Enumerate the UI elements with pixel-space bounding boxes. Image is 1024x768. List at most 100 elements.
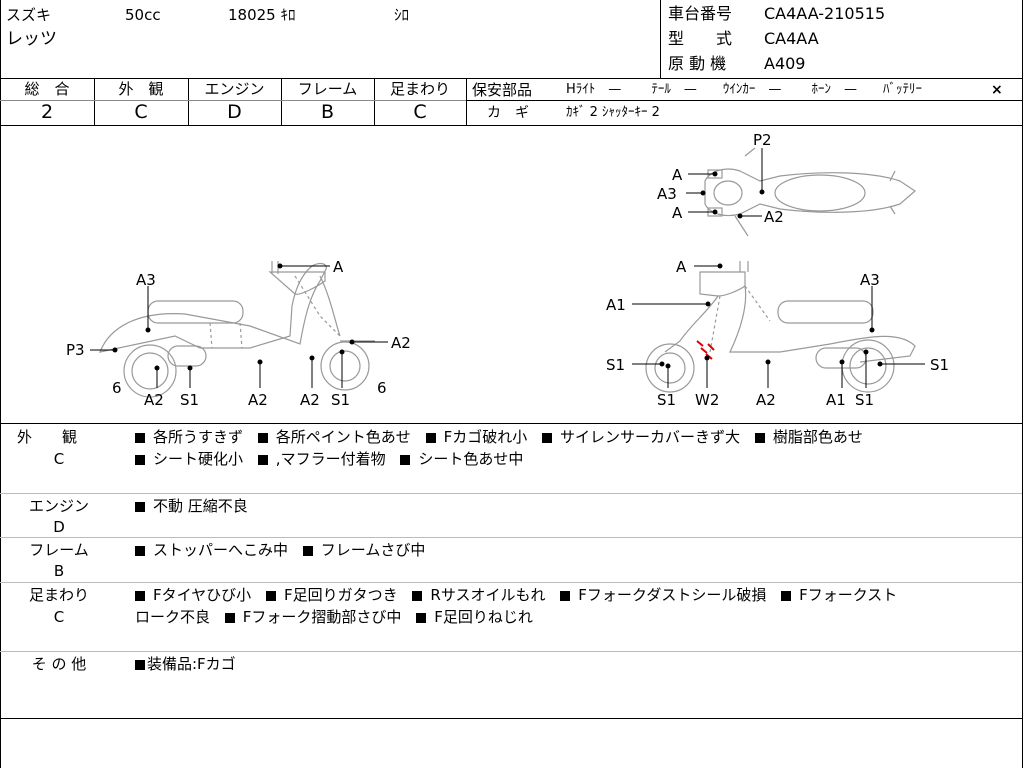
remark-item: ,マフラー付着物 [275, 450, 386, 468]
safety-label: 保安部品 [472, 81, 533, 99]
diagram-label: A2 [300, 391, 320, 409]
remark-item: 各所うすきず [153, 428, 244, 446]
remark-item: ローク不良 [135, 608, 211, 626]
remark-item: Fフォークダストシール破損 [578, 586, 767, 604]
bullet-icon [135, 546, 145, 556]
bullet-icon [400, 455, 411, 465]
remark-item: 不動 圧縮不良 [153, 497, 248, 515]
bullet-icon [257, 455, 268, 465]
body-color: ｼﾛ [394, 6, 410, 24]
diagram-label: A [676, 258, 687, 276]
diagram-label: P2 [753, 131, 772, 149]
divider-scores [0, 125, 1023, 126]
remark-divider [0, 651, 1022, 652]
remark-item: 各所ペイント色あせ [275, 428, 411, 446]
diagram-label: S1 [930, 356, 949, 374]
diagram-label: S1 [180, 391, 199, 409]
battery-mark: × [991, 82, 1003, 98]
diagram-label: A2 [391, 334, 411, 352]
divider-diagram [0, 423, 1023, 424]
maker: スズキ [6, 6, 52, 24]
safety-mid-divider [466, 100, 1023, 101]
remark-exterior-category: 外 観 [16, 428, 77, 446]
divider-header [0, 78, 1023, 79]
score-total-label: 総 合 [24, 80, 70, 98]
diagram-label: A2 [144, 391, 164, 409]
score-exterior-label: 外 観 [118, 80, 164, 98]
diagram-label: A1 [826, 391, 846, 409]
bullet-icon [754, 433, 765, 443]
remark-item: 樹脂部色あせ [772, 428, 863, 446]
diagram-label: A3 [860, 271, 880, 289]
score-exterior-value: C [134, 101, 148, 123]
bullet-icon [425, 433, 436, 443]
remark-item: シート色あせ中 [418, 450, 524, 468]
remark-item: F足回りガタつき [283, 586, 398, 604]
key-value: ｶｷﾞ 2 ｼｬｯﾀｰｷｰ 2 [566, 105, 660, 120]
bullet-icon [265, 591, 276, 601]
model-name: レッツ [6, 29, 57, 49]
remark-exterior-grade: C [53, 450, 65, 468]
left-side-scooter-sketch [99, 261, 375, 398]
score-mid-divider [0, 100, 466, 101]
bullet-icon [416, 613, 427, 623]
diagram-label: A3 [657, 185, 677, 203]
diagram-label: W2 [695, 391, 719, 409]
remark-exterior-line-2: シート硬化小 ,マフラー付着物 シート色あせ中 [135, 448, 533, 470]
top-view-scooter-sketch [704, 147, 916, 237]
diagram-label: A2 [248, 391, 268, 409]
remark-engine-line-1: 不動 圧縮不良 [135, 495, 258, 517]
diagram-label: S1 [331, 391, 350, 409]
score-col-divider [94, 78, 95, 125]
bullet-icon [135, 455, 145, 465]
remark-item: Fフォークスト [799, 586, 898, 604]
damage-diagram: A3 A P3 A2 6 A2 S1 A2 A2 S1 6 P2 A A3 A … [66, 131, 949, 409]
score-frame-value: B [320, 101, 335, 123]
remark-item: Rサスオイルもれ [430, 586, 546, 604]
remark-divider [0, 537, 1022, 538]
diagram-label: A [333, 258, 344, 276]
bullet-icon [542, 433, 553, 443]
bullet-icon [135, 660, 145, 670]
remark-item: サイレンサーカバーきず大 [560, 428, 741, 446]
score-col-divider [466, 78, 467, 125]
remark-item: ストッパーへこみ中 [153, 541, 289, 559]
remark-suspension-category: 足まわり [28, 586, 89, 604]
remark-suspension-line-1: Fタイヤひび小 F足回りガタつき Rサスオイルもれ Fフォークダストシール破損 … [135, 584, 897, 606]
bullet-icon [412, 591, 423, 601]
score-suspension-value: C [413, 101, 427, 123]
diagram-label: P3 [66, 341, 85, 359]
safety-items: Hﾗｲﾄ — ﾃｰﾙ — ｳｲﾝｶｰ — ﾎｰﾝ — ﾊﾞｯﾃﾘｰ [566, 82, 923, 97]
diagram-label: A2 [756, 391, 776, 409]
remark-other-category: そ の 他 [31, 655, 87, 673]
score-suspension-label: 足まわり [389, 80, 450, 98]
score-col-divider [374, 78, 375, 125]
remark-engine-grade: D [53, 518, 65, 536]
score-frame-label: フレーム [297, 80, 358, 98]
frame-no-label: 車台番号 [668, 4, 733, 23]
border-right [1022, 0, 1023, 768]
remark-frame-grade: B [53, 562, 65, 580]
diagram-label: A3 [136, 271, 156, 289]
remark-divider [0, 493, 1022, 494]
divider-header-right [660, 0, 661, 78]
key-label: カ ギ [487, 105, 529, 121]
diagram-label: S1 [657, 391, 676, 409]
score-total-value: 2 [40, 101, 54, 123]
diagram-label: A [672, 204, 683, 222]
model-code: CA4AA [764, 29, 819, 48]
score-engine-value: D [227, 101, 242, 123]
remark-divider [0, 582, 1022, 583]
bullet-icon [135, 433, 145, 443]
remark-engine-category: エンジン [28, 497, 89, 515]
mileage: 18025 ｷﾛ [228, 6, 296, 24]
diagram-label: A1 [606, 296, 626, 314]
remark-exterior-line-1: 各所うすきず 各所ペイント色あせ Fカゴ破れ小 サイレンサーカバーきず大 樹脂部… [135, 426, 873, 448]
diagram-label: S1 [606, 356, 625, 374]
border-left [0, 0, 1, 768]
score-col-divider [281, 78, 282, 125]
diagram-label: S1 [855, 391, 874, 409]
divider-bottom [0, 718, 1023, 719]
remark-item: シート硬化小 [153, 450, 244, 468]
model-label: 型 式 [668, 29, 733, 48]
